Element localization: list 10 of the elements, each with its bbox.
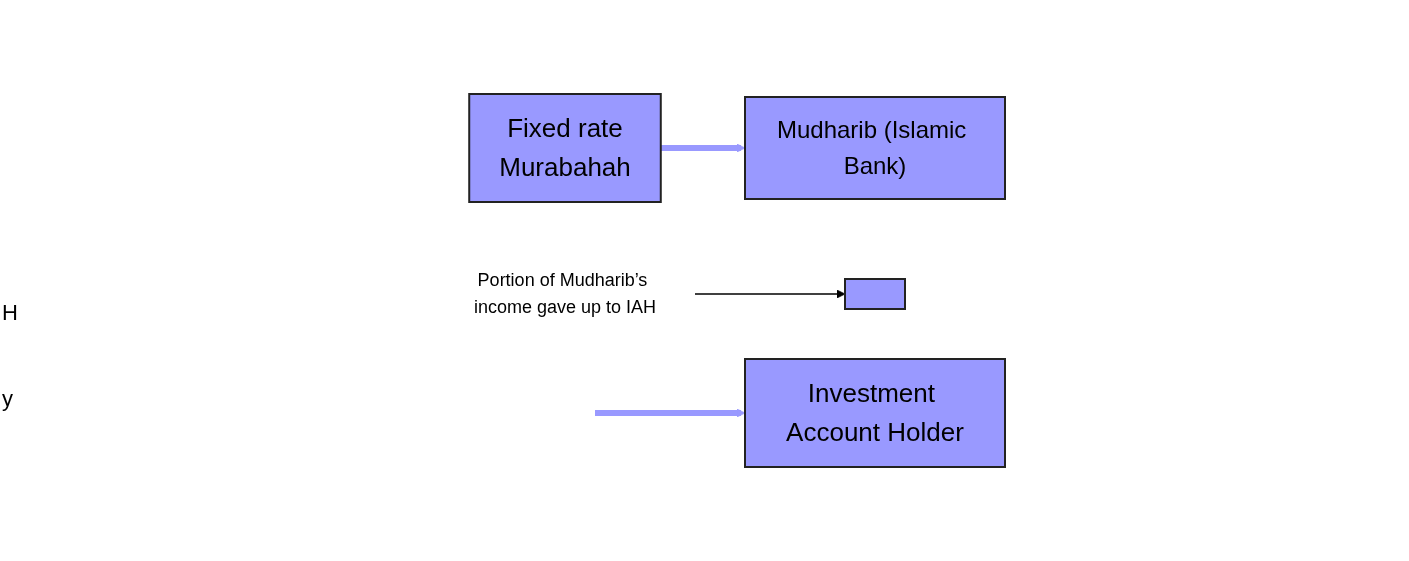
text-fragment: y [2, 386, 14, 412]
node-box: Mudharib (Islamic Bank) [744, 95, 1006, 200]
node-text: Portion of Mudharib’s income gave up to IAH [473, 269, 657, 317]
node-box: Fixed rate Murabahah [468, 92, 662, 203]
text-fragment: H [2, 300, 18, 326]
node-box [844, 277, 906, 310]
arrow [660, 143, 746, 152]
arrow [694, 289, 846, 298]
node-box: Investment Account Holder [744, 357, 1006, 468]
arrow [595, 408, 746, 417]
